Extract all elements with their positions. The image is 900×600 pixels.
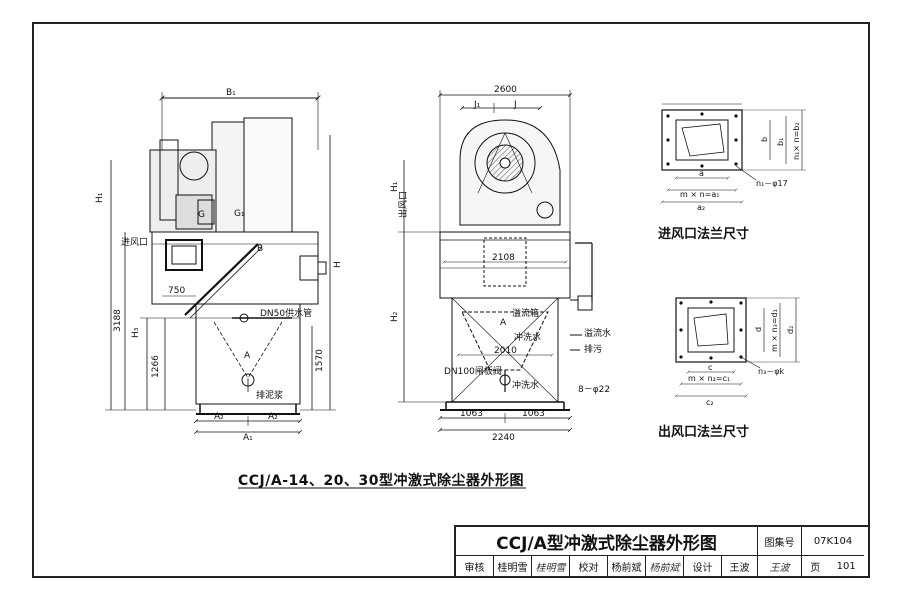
inlet-dim-b: b — [760, 137, 769, 142]
label-supply-pipe: DN50供水管 — [260, 307, 312, 319]
label-sewage: 排污 — [584, 343, 602, 355]
dim-2600: 2600 — [494, 85, 517, 95]
inlet-flange-drawing — [662, 103, 806, 202]
drawing-caption: CCJ/A-14、20、30型冲激式除尘器外形图 — [238, 473, 524, 489]
dim-G1: G₁ — [234, 209, 245, 219]
check-label: 校对 — [570, 556, 608, 578]
front-view — [398, 90, 593, 430]
dim-A: A — [244, 351, 251, 361]
dim-1063-left: 1063 — [460, 409, 483, 419]
designer-signature: 王波 — [758, 556, 802, 578]
inlet-dim-mn: m × n=a₁ — [680, 190, 719, 199]
dim-B: B — [257, 244, 263, 254]
label-valve: DN100闸板阀 — [444, 365, 502, 377]
review-label: 审核 — [456, 556, 494, 578]
inlet-dim-a2: a₂ — [697, 203, 705, 212]
label-drain: 排泥浆 — [256, 389, 283, 401]
inlet-flange-labels: a m × n=a₁ a₂ b b₁ n₁× n=b₂ n₁－φ17 — [680, 122, 801, 212]
dim-H1-front: H₁ — [390, 181, 400, 192]
dim-2108: 2108 — [492, 253, 515, 263]
inlet-flange-title: 进风口法兰尺寸 — [658, 226, 749, 242]
left-side-view — [105, 92, 336, 432]
reviewer-name: 桂明雪 — [494, 556, 532, 578]
outlet-dim-nd: m × n₃=d₁ — [770, 309, 779, 352]
front-view-dimensions: 2600 J₁ J H₁ H₂ 2108 2010 A 1063 1063 22… — [390, 85, 610, 443]
outlet-dim-d2: d₂ — [786, 326, 795, 334]
dim-G: G — [198, 210, 205, 220]
inlet-dim-a: a — [699, 169, 704, 178]
dim-H3: H₃ — [131, 327, 141, 338]
outlet-dim-c2: c₂ — [706, 398, 714, 407]
dim-A2-right: A₂ — [268, 412, 278, 422]
dim-2240: 2240 — [492, 433, 515, 443]
label-flush-water-bottom: 冲洗水 — [512, 379, 539, 391]
dim-H: H — [333, 261, 343, 268]
inlet-dim-b1: b₁ — [776, 138, 785, 146]
dim-2010: 2010 — [494, 346, 517, 356]
front-view-labels: 出风口 溢流箱 溢流水 冲洗水 排污 DN100闸板阀 冲洗水 — [397, 191, 611, 391]
outlet-dim-d: d — [754, 327, 763, 332]
outlet-flange-title: 出风口法兰尺寸 — [658, 424, 749, 440]
atlas-label: 图集号 — [758, 527, 802, 556]
drawing-sheet-border — [32, 22, 870, 578]
dim-A2-left: A₂ — [214, 412, 224, 422]
page-cell: 页 101 — [802, 556, 864, 578]
atlas-number: 07K104 — [802, 527, 864, 556]
dim-1570: 1570 — [315, 349, 325, 372]
dim-J: J — [513, 100, 517, 110]
title-block: CCJ/A型冲激式除尘器外形图 图集号 07K104 审核 桂明雪 桂明雪 校对… — [454, 525, 870, 578]
dim-A-front: A — [500, 318, 507, 328]
title-block-title: CCJ/A型冲激式除尘器外形图 — [456, 527, 758, 556]
outlet-flange-labels: c m × n₂=c₁ c₂ d m × n₃=d₁ d₂ n₃－φk — [688, 309, 795, 407]
label-overflow-water: 溢流水 — [584, 327, 611, 339]
dim-750: 750 — [168, 286, 185, 296]
dim-H2: H₂ — [390, 311, 400, 322]
dim-B1: B₁ — [226, 88, 236, 98]
outlet-flange-drawing — [676, 297, 800, 396]
dim-1266: 1266 — [151, 355, 161, 378]
design-label: 设计 — [684, 556, 722, 578]
label-inlet: 进风口 — [121, 237, 148, 248]
outlet-dim-c: c — [708, 363, 712, 372]
dim-3188: 3188 — [113, 309, 123, 332]
reviewer-signature: 桂明雪 — [532, 556, 570, 578]
outlet-dim-holes: n₃－φk — [758, 367, 785, 376]
dim-J1: J₁ — [473, 100, 481, 110]
dim-H1: H₁ — [95, 192, 105, 203]
dim-A1: A₁ — [243, 433, 253, 443]
dim-holes-8-22: 8－φ22 — [578, 385, 610, 395]
label-flush-water-top: 冲洗水 — [514, 331, 541, 343]
checker-name: 杨前斌 — [608, 556, 646, 578]
inlet-dim-nb: n₁× n=b₂ — [792, 122, 801, 160]
inlet-dim-holes: n₁－φ17 — [756, 179, 788, 188]
page-label: 页 — [810, 563, 821, 574]
left-view-dimensions: B₁ H₁ H H₃ 3188 1266 1570 G G₁ B 750 A A… — [95, 88, 343, 443]
label-outlet: 出风口 — [397, 191, 409, 218]
label-overflow-box: 溢流箱 — [512, 307, 539, 319]
outlet-dim-mn: m × n₂=c₁ — [688, 374, 730, 383]
left-view-labels: 进风口 DN50供水管 排泥浆 — [121, 237, 312, 401]
dim-1063-right: 1063 — [522, 409, 545, 419]
page-number: 101 — [836, 561, 856, 572]
designer-name: 王波 — [722, 556, 758, 578]
checker-signature: 杨前斌 — [646, 556, 684, 578]
